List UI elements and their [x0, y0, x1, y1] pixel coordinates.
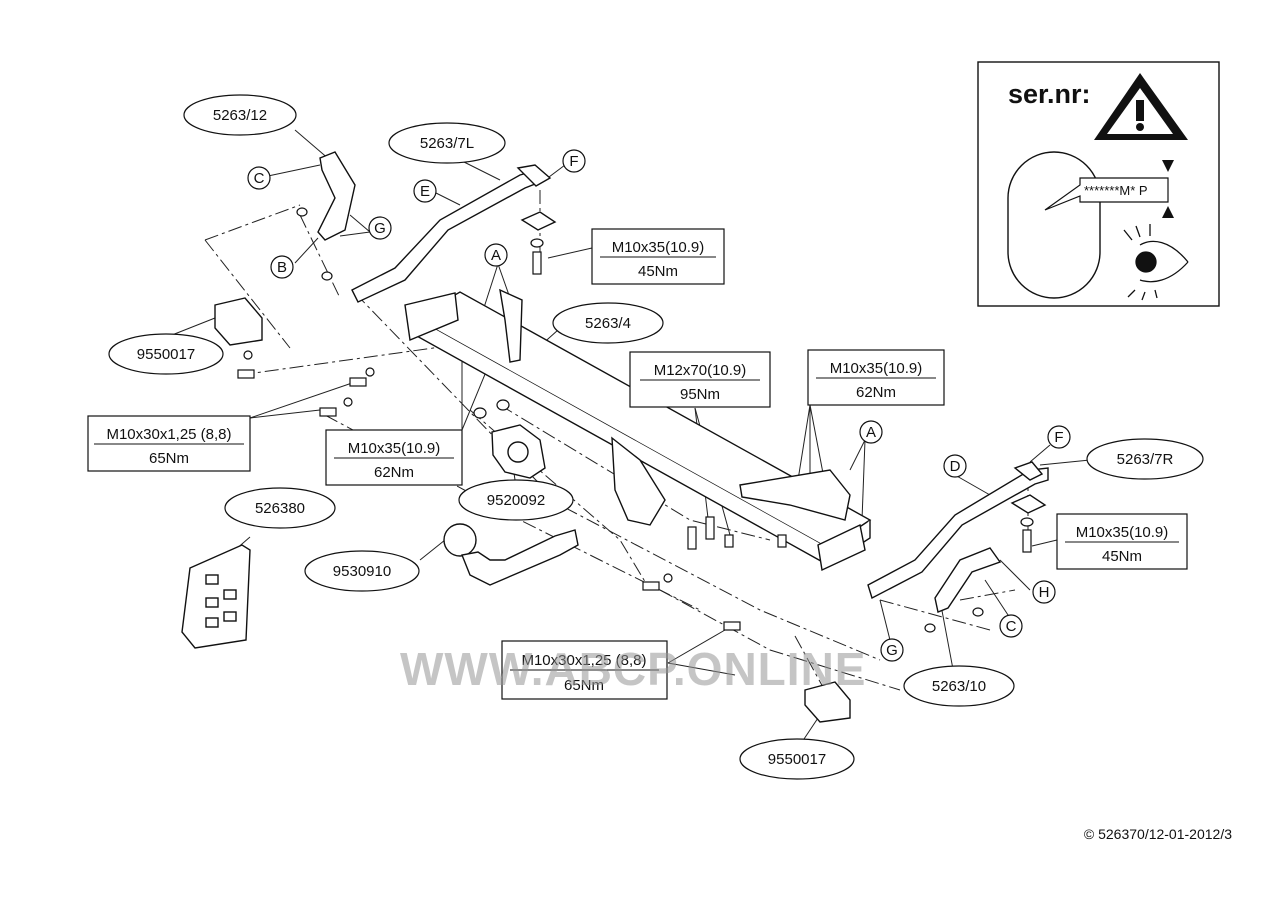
part-label-9550017-left: 9550017 — [137, 346, 195, 363]
spec-torque: 65Nm — [149, 450, 189, 467]
part-label-5263-12: 5263/12 — [213, 107, 267, 124]
spec-bolt: M10x30x1,25 (8,8) — [106, 426, 231, 443]
spec-torque: 45Nm — [638, 263, 678, 280]
letter-b: B — [277, 259, 287, 276]
spec-texts: M10x35(10.9) 45Nm M10x30x1,25 (8,8) 65Nm… — [106, 239, 1168, 694]
spec-torque: 65Nm — [564, 677, 604, 694]
main-crossbar — [404, 288, 872, 572]
spec-torque: 62Nm — [856, 384, 896, 401]
spec-dividers — [94, 256, 1179, 671]
letter-a-left: A — [491, 247, 501, 264]
spec-bolt: M12x70(10.9) — [654, 362, 747, 379]
letter-callouts — [247, 149, 1071, 662]
spec-bolt: M10x35(10.9) — [1076, 524, 1169, 541]
letter-c-left: C — [254, 170, 265, 187]
spec-bolt: M10x35(10.9) — [612, 239, 705, 256]
spec-torque: 95Nm — [680, 386, 720, 403]
tow-ball — [443, 523, 579, 586]
spacer-blocks — [214, 297, 851, 723]
spec-bolt: M10x35(10.9) — [830, 360, 923, 377]
letter-g-right: G — [886, 642, 898, 659]
letter-d: D — [950, 458, 961, 475]
warning-icon — [1094, 73, 1188, 140]
spec-bolt: M10x35(10.9) — [348, 440, 441, 457]
part-label-526380: 526380 — [255, 500, 305, 517]
part-label-9530910: 9530910 — [333, 563, 391, 580]
spec-bolt: M10x30x1,25 (8,8) — [521, 652, 646, 669]
serial-plate-text: *******M* P — [1084, 183, 1148, 198]
serial-number-inset: ser.nr: *******M* P — [977, 61, 1220, 307]
letter-g-left: G — [374, 220, 386, 237]
watermark: WWW.ABCP.ONLINE — [400, 643, 867, 695]
part-callout-labels: 5263/12 5263/7L 5263/4 9550017 526380 95… — [137, 107, 1174, 768]
bracket-right-10 — [934, 547, 1002, 613]
letter-f-left: F — [569, 153, 578, 170]
hitch-outline — [1007, 151, 1101, 299]
bracket-left-7l — [351, 164, 552, 303]
letter-h: H — [1039, 584, 1050, 601]
spec-torque: 45Nm — [1102, 548, 1142, 565]
part-label-5263-7r: 5263/7R — [1117, 451, 1174, 468]
electric-kit — [181, 544, 251, 649]
fasteners — [237, 207, 1034, 633]
part-label-9550017-right: 9550017 — [768, 751, 826, 768]
bracket-left-12 — [317, 151, 356, 241]
letter-a-right: A — [866, 424, 876, 441]
part-label-5263-10: 5263/10 — [932, 678, 986, 695]
serial-title: ser.nr: — [1008, 79, 1091, 109]
copyright-note: © 526370/12-01-2012/3 — [1083, 826, 1232, 842]
part-label-5263-7l: 5263/7L — [420, 135, 474, 152]
socket-plate — [491, 424, 546, 479]
letter-f-right: F — [1054, 429, 1063, 446]
part-label-9520092: 9520092 — [487, 492, 545, 509]
part-callouts — [108, 94, 1204, 780]
eye-icon — [1123, 224, 1189, 301]
letter-c-right: C — [1006, 618, 1017, 635]
letter-e: E — [420, 183, 430, 200]
bracket-right-7r — [867, 461, 1049, 600]
plates — [520, 211, 1047, 514]
arrow-markers — [1162, 160, 1174, 218]
serial-plate — [1044, 177, 1169, 211]
part-label-5263-4: 5263/4 — [585, 315, 631, 332]
spec-torque: 62Nm — [374, 464, 414, 481]
letter-callout-labels: C B G E F A A F D H C G — [254, 153, 1064, 659]
